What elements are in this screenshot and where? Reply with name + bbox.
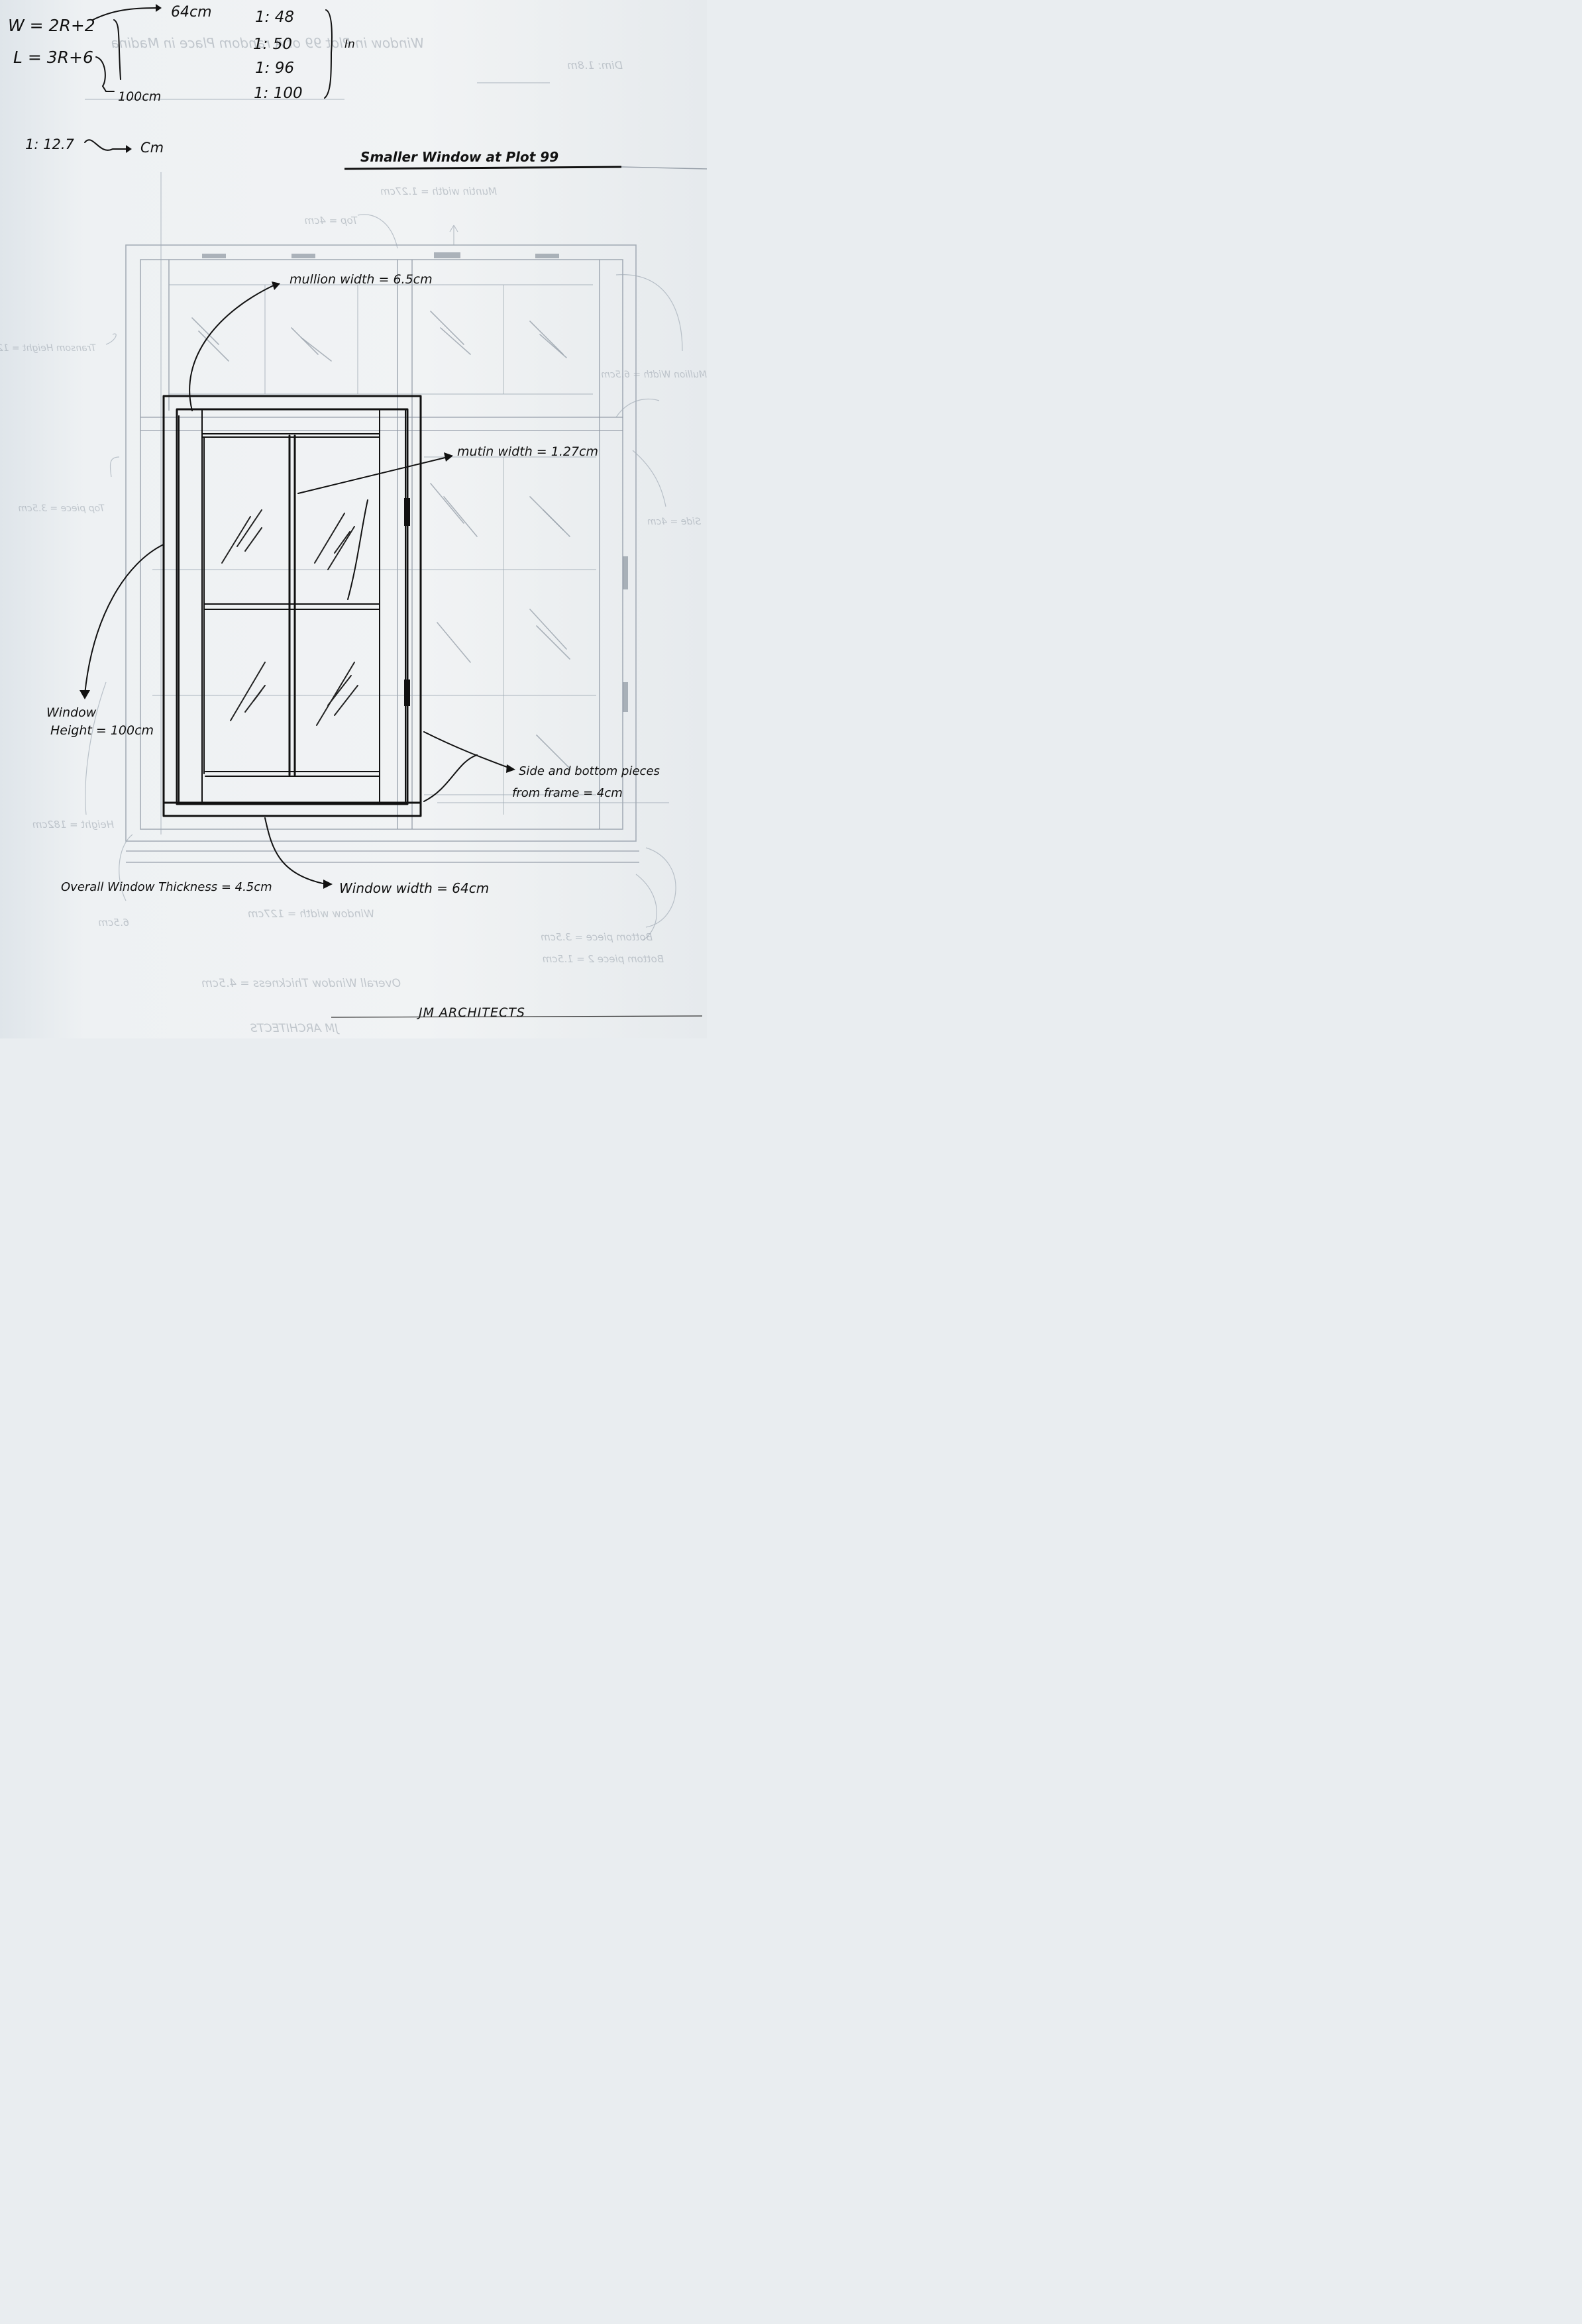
height-arrow [84,544,164,695]
hinge-upper [404,498,410,526]
ghost-transom: Transom Height = 12cm [0,343,96,354]
formula-l: L = 3R+6 [13,48,93,67]
scale-note-ratio: 1: 12.7 [25,136,75,152]
ghost-window-width: Window width = 127cm [248,907,374,920]
signature-line [331,1015,703,1018]
title-underline [344,166,622,170]
outer-frame [162,395,422,817]
annotations: mullion width = 6.5cm mutin width = 1.27… [46,272,660,896]
muntin-arrow [297,456,448,494]
page-title: Smaller Window at Plot 99 [360,149,558,165]
window-sketch: Window in Plot 99 of A random Place in M… [0,4,707,1035]
ghost-outer-frame [125,244,637,842]
ghost-bottom-piece-1: Bottom piece = 3.5cm [541,931,653,943]
window-drawing [162,395,422,817]
formula-brace [113,19,121,80]
window-height-label: Window Height = 100cm [46,705,154,738]
l-result: 100cm [118,89,161,104]
scale-1-50: 1: 50 [253,36,292,53]
muntin-label: mutin width = 1.27cm [457,444,598,459]
in-label: In [344,38,355,51]
inner-frame [176,408,409,805]
ghost-height: Height = 182cm [32,819,114,831]
ghost-top: Top = 4cm [304,215,358,227]
bleed-through-layer: Window in Plot 99 of A random Place in M… [0,35,707,1035]
ghost-left-small: 6.5cm [98,917,129,929]
scale-note-unit: Cm [140,140,164,156]
formula-w: W = 2R+2 [8,16,95,35]
width-arrow [264,817,327,885]
scale-1-100: 1: 100 [254,85,303,102]
ghost-inner-frame [140,259,623,830]
scale-1-48: 1: 48 [255,9,294,26]
side-bottom-arrow [423,731,511,769]
side-bottom-label-line1: Side and bottom pieces [519,764,660,778]
scale-brace [324,9,333,99]
sketch-page: Window in Plot 99 of A random Place in M… [0,0,707,1038]
hinge-lower [404,680,410,706]
ghost-side: Side = 4cm [647,517,701,527]
ghost-thickness: Overall Window Thickness = 4.5cm [201,977,401,990]
ghost-top-piece: Top piece = 3.5cm [18,503,105,514]
formula-block: W = 2R+2 L = 3R+6 64cm 100cm 1: 48 1: 50… [8,4,355,156]
scale-1-96: 1: 96 [255,60,294,77]
ghost-top-line: Window in Plot 99 of A random Place in M… [111,35,424,51]
ghost-bottom-piece-2: Bottom piece 2 = 1.5cm [543,953,664,965]
mullion-label: mullion width = 6.5cm [290,272,433,287]
ghost-muntin: Muntin width = 1.27cm [380,185,497,197]
side-bottom-label-line2: from frame = 4cm [512,786,623,800]
ghost-mullion: Mullion Width = 6.5cm [601,370,707,380]
w-result: 64cm [171,4,212,21]
thickness-label: Overall Window Thickness = 4.5cm [61,880,272,894]
ghost-top-line-2: Dim: 1.8m [567,59,623,72]
ghost-signature: JM ARCHITECTS [250,1022,340,1035]
signature: JM ARCHITECTS [416,1005,525,1020]
mullion-arrow [189,284,276,411]
w-arrow [92,7,156,21]
window-width-label: Window width = 64cm [339,880,489,896]
